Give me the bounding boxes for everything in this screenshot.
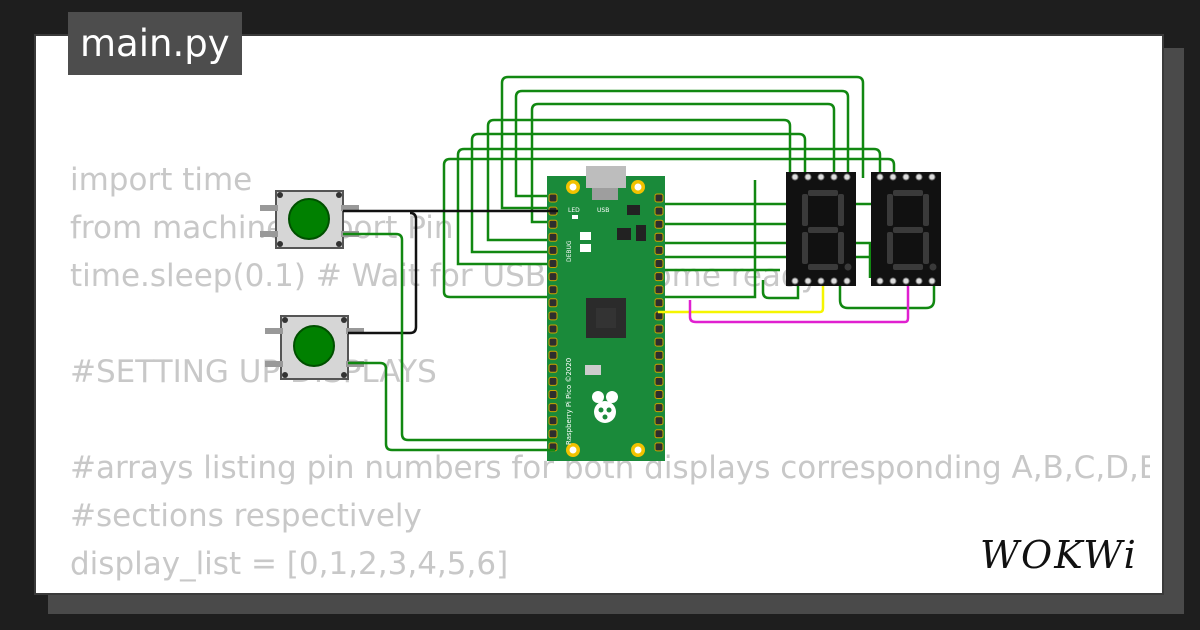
display-pin <box>876 173 884 181</box>
display-pin <box>830 173 838 181</box>
segment <box>893 190 923 196</box>
segment <box>893 227 923 233</box>
wire-segment <box>838 280 936 310</box>
display-pin <box>843 173 851 181</box>
display-pin <box>817 277 825 285</box>
segment <box>923 232 929 264</box>
button-bootsel <box>580 232 591 240</box>
debug-label: DEBUG <box>566 240 573 262</box>
led-icon <box>572 215 578 219</box>
display-pin <box>791 277 799 285</box>
display-pin <box>830 277 838 285</box>
wire-group-black <box>343 209 558 335</box>
display-pin <box>791 173 799 181</box>
segment <box>838 232 844 264</box>
wire-segment <box>530 102 836 224</box>
display-pin <box>889 277 897 285</box>
wire-group-signal <box>658 280 910 324</box>
display-pin <box>843 277 851 285</box>
led-label: LED <box>568 207 580 214</box>
segment <box>887 232 893 264</box>
wire-segment <box>442 157 896 299</box>
pico-pins <box>548 193 664 452</box>
segment <box>893 264 923 270</box>
wire-segment <box>500 75 865 210</box>
svg-text:WOKWi: WOKWi <box>980 533 1138 576</box>
file-tab[interactable]: main.py <box>68 12 242 75</box>
wire-segment <box>470 132 807 254</box>
display-pin <box>804 277 812 285</box>
segment <box>802 232 808 264</box>
chip-regulator <box>617 228 631 240</box>
pushbutton-2[interactable] <box>265 315 364 380</box>
segment <box>808 227 838 233</box>
button-cap-icon[interactable] <box>288 198 330 240</box>
code-line: import time <box>70 162 253 198</box>
display-pin <box>876 277 884 285</box>
wire-group-green <box>442 75 936 310</box>
display-pin <box>902 277 910 285</box>
wokwi-logo: WOKWi <box>980 532 1150 580</box>
button-cap-icon[interactable] <box>293 325 335 367</box>
display-pin <box>889 173 897 181</box>
raspberry-pi-pico[interactable]: LED USB Raspberry Pi Pico ©2020 DEBUG <box>547 166 665 461</box>
display-pin <box>928 277 936 285</box>
segment <box>923 194 929 226</box>
display-pin <box>804 173 812 181</box>
display-pin <box>915 173 923 181</box>
usb-label: USB <box>597 207 609 214</box>
seven-segment-display-left[interactable] <box>786 172 856 286</box>
decimal-point <box>844 263 852 271</box>
wire-segment <box>514 89 850 198</box>
wire-segment <box>655 241 872 278</box>
usb-connector <box>586 166 626 188</box>
display-pin <box>928 173 936 181</box>
wire-segment <box>456 147 882 266</box>
pushbutton-1[interactable] <box>260 190 359 249</box>
segment <box>802 194 808 226</box>
wire-group-button-green <box>343 232 555 452</box>
code-line: display_list = [0,1,2,3,4,5,6] <box>70 546 509 582</box>
code-line: #sections respectively <box>70 498 422 534</box>
segment <box>808 190 838 196</box>
wokwi-logo-icon: WOKWi <box>980 533 1138 577</box>
segment <box>808 264 838 270</box>
pico-silk-label: Raspberry Pi Pico ©2020 <box>565 358 573 445</box>
seven-segment-display-right[interactable] <box>871 172 941 286</box>
wire-segment <box>761 280 800 300</box>
usb-port-icon <box>592 188 618 200</box>
decimal-point <box>929 263 937 271</box>
display-pin <box>902 173 910 181</box>
display-pin <box>817 173 825 181</box>
raspberry-logo-icon <box>592 391 618 423</box>
segment <box>887 194 893 226</box>
display-pin <box>915 277 923 285</box>
wire-segment <box>486 118 792 242</box>
segment <box>838 194 844 226</box>
